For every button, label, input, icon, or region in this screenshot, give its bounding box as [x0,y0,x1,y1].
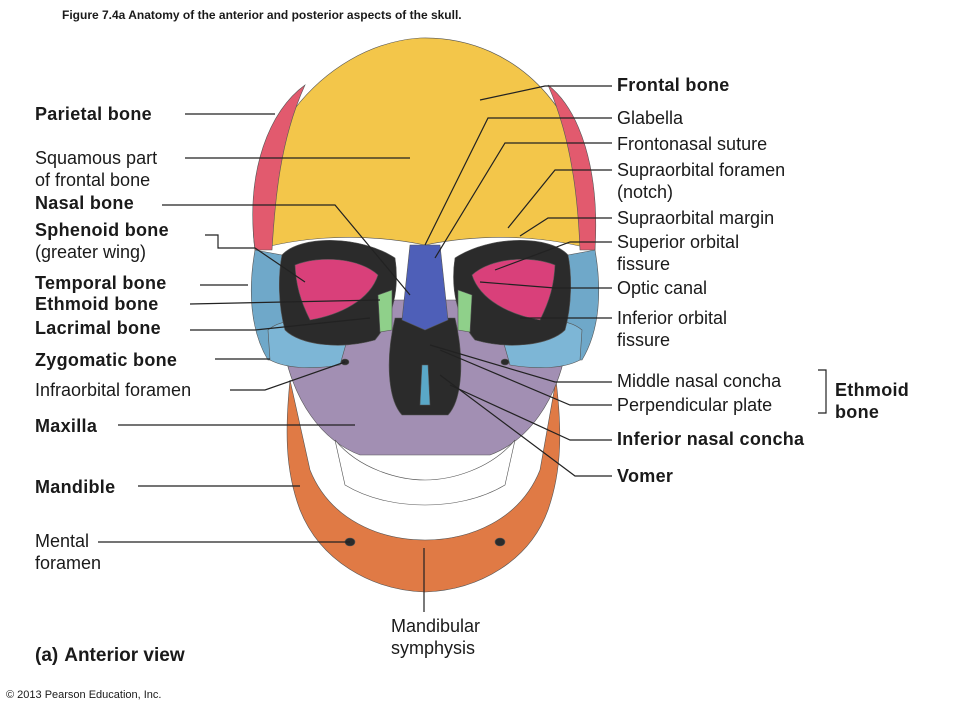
label-superior-orbital-line2: fissure [617,254,671,274]
label-sphenoid-line1: Sphenoid bone [35,220,169,240]
label-zygomatic-bone: Zygomatic bone [35,350,178,370]
label-ethmoid-group-line2: bone [835,402,880,422]
label-lacrimal-bone: Lacrimal bone [35,318,161,338]
label-inferior-nasal-concha: Inferior nasal concha [617,429,805,449]
label-sphenoid-line2: (greater wing) [35,242,147,262]
parietal-right-shape [547,84,596,251]
label-superior-orbital-line1: Superior orbital [617,232,740,252]
leader-lines-right [423,85,827,612]
label-symphysis-line2: symphysis [391,638,476,658]
copyright-notice: © 2013 Pearson Education, Inc. [6,689,162,701]
label-mental-foramen: Mental foramen [35,530,101,574]
label-frontal-bone: Frontal bone [617,75,730,95]
infraorbital-foramen-right-shape [500,358,510,366]
view-tag: (a) [35,645,59,666]
label-supraorbital-foramen: Supraorbital foramen (notch) [617,159,785,203]
label-mandible: Mandible [35,477,116,497]
nasal-bone-shape [401,244,449,331]
label-nasal-bone: Nasal bone [35,193,135,213]
mental-foramen-right-shape [494,537,506,547]
label-inferior-orbital-line1: Inferior orbital [617,308,728,328]
ethmoid-left-shape [377,289,393,333]
label-optic-canal: Optic canal [617,278,708,298]
label-glabella: Glabella [617,108,684,128]
label-mandibular-symphysis: Mandibular symphysis [391,615,480,659]
label-supraorbital-foramen-line1: Supraorbital foramen [617,160,786,180]
mandible-shape [286,379,561,593]
upper-teeth-shape [334,439,516,506]
view-name: Anterior view [64,645,185,666]
frontal-shape [253,37,596,251]
label-vomer: Vomer [617,466,674,486]
label-parietal-bone: Parietal bone [35,104,152,124]
label-perpendicular-plate: Perpendicular plate [617,395,773,415]
label-temporal-bone: Temporal bone [35,273,167,293]
label-sphenoid-bone: Sphenoid bone (greater wing) [35,219,169,263]
label-mental-line2: foramen [35,553,102,573]
teeth-row [334,439,516,506]
label-ethmoid-bone-group: Ethmoid bone [835,379,909,423]
view-title: (a)Anterior view [35,645,185,667]
label-middle-nasal-concha: Middle nasal concha [617,371,782,391]
label-superior-orbital-fissure: Superior orbital fissure [617,231,739,275]
label-infraorbital-foramen: Infraorbital foramen [35,380,192,400]
label-squamous-part: Squamous part of frontal bone [35,147,157,191]
label-squamous-line1: Squamous part [35,148,158,168]
label-supraorbital-margin: Supraorbital margin [617,208,775,228]
label-mental-line1: Mental [35,531,90,551]
label-supraorbital-foramen-line2: (notch) [617,182,674,202]
label-symphysis-line1: Mandibular [391,616,481,636]
leader-lines-left [98,113,411,543]
label-squamous-line2: of frontal bone [35,170,151,190]
parietal-left-shape [252,84,306,251]
label-frontonasal-suture: Frontonasal suture [617,134,768,154]
label-ethmoid-group-line1: Ethmoid [835,380,910,400]
label-inferior-orbital-line2: fissure [617,330,671,350]
vomer-shape [419,364,431,406]
ethmoid-right-shape [457,289,473,333]
label-maxilla: Maxilla [35,416,98,436]
figure-caption: Figure 7.4a Anatomy of the anterior and … [62,8,462,22]
label-ethmoid-bone: Ethmoid bone [35,294,159,314]
sphenoid-right-shape [471,259,556,321]
label-inferior-orbital-fissure: Inferior orbital fissure [617,307,727,351]
